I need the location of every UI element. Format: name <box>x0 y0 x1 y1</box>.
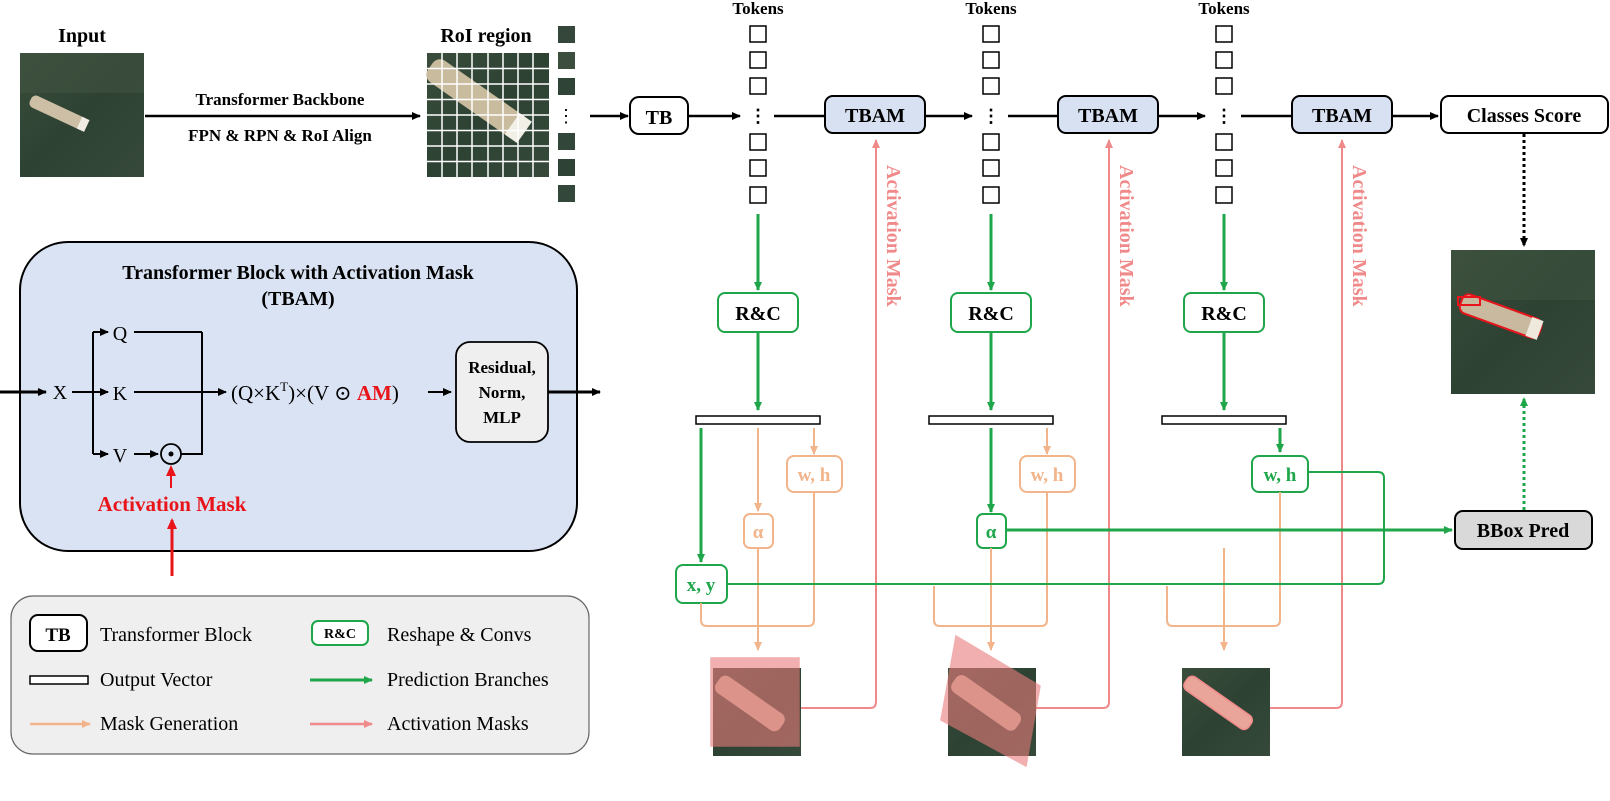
legend-output-vector-text: Output Vector <box>100 669 213 691</box>
token-ellipsis-3: ⋮ <box>1215 106 1233 126</box>
activation-mask-label-1: Activation Mask <box>882 165 904 308</box>
roi-patch-ellipsis: ⋮ <box>557 106 575 126</box>
tbam-panel-title-1: Transformer Block with Activation Mask <box>122 262 474 284</box>
panel-residual-line3: MLP <box>483 408 521 427</box>
tbam-block-2-label: TBAM <box>1078 105 1138 127</box>
rc-block-1: R&C <box>717 292 799 333</box>
legend-rc-box-label: R&C <box>324 627 356 642</box>
stage1-mask-image <box>710 657 801 756</box>
input-label: Input <box>58 25 106 47</box>
stage3-mask-image <box>1182 668 1270 756</box>
stage2-left-mask-orange <box>933 586 991 627</box>
rc-block-2-label: R&C <box>968 303 1014 325</box>
panel-x-label: X <box>53 382 68 404</box>
tbam-detail-panel: Transformer Block with Activation Mask (… <box>0 241 601 576</box>
roi-patch-tokens <box>558 26 575 202</box>
panel-residual-box: Residual, Norm, MLP <box>455 341 549 443</box>
classes-score-box: Classes Score <box>1440 95 1609 134</box>
activation-mask-path-1 <box>800 139 880 709</box>
stage2-mask-image <box>940 634 1041 768</box>
stage1-xy-box: x, y <box>675 564 728 604</box>
panel-activation-mask-label: Activation Mask <box>98 492 247 516</box>
roi-grid-image <box>426 53 549 177</box>
panel-odot-to-formula <box>181 332 203 455</box>
legend-panel: TB Transformer Block R&C Reshape & Convs… <box>10 595 590 755</box>
output-vector-3 <box>1161 415 1287 425</box>
bbox-pred-label: BBox Pred <box>1477 520 1569 542</box>
rc-block-3-label: R&C <box>1201 303 1247 325</box>
token-column-3 <box>1215 25 1233 204</box>
panel-q-label: Q <box>113 323 128 345</box>
stage3-right-mask-orange <box>1224 492 1281 627</box>
legend-output-vector-symbol <box>29 675 89 685</box>
activation-mask-path-2 <box>1036 139 1113 709</box>
bbox-pred-box: BBox Pred <box>1454 510 1593 550</box>
activation-mask-label-3: Activation Mask <box>1348 165 1370 308</box>
stage2-wh-label: w, h <box>1031 465 1064 486</box>
final-result-image <box>1451 250 1595 394</box>
stage3-left-mask-orange <box>1166 586 1224 627</box>
rc-block-1-label: R&C <box>735 303 781 325</box>
legend-prediction-text: Prediction Branches <box>387 669 549 691</box>
stage2-alpha-box: α <box>976 513 1007 549</box>
roi-label: RoI region <box>440 25 531 47</box>
stage1-xy-to-mask-orange <box>700 603 758 627</box>
tbam-block-3-label: TBAM <box>1312 105 1372 127</box>
legend-rc-box <box>311 620 369 646</box>
activation-mask-label-2: Activation Mask <box>1115 165 1137 308</box>
tokens-label-1: Tokens <box>732 0 784 18</box>
stage2-wh-to-mask-orange <box>991 492 1048 627</box>
panel-k-label: K <box>113 383 128 405</box>
classes-score-label: Classes Score <box>1467 105 1582 127</box>
stage3-wh-box: w, h <box>1251 455 1309 493</box>
legend-activation-masks-text: Activation Masks <box>387 713 529 735</box>
legend-tb-text: Transformer Block <box>100 624 252 646</box>
panel-odot-dot <box>168 451 174 457</box>
rc-block-2: R&C <box>950 292 1032 333</box>
backbone-label-line2: FPN & RPN & RoI Align <box>188 126 372 145</box>
token-ellipsis-1: ⋮ <box>749 106 767 126</box>
token-column-2 <box>982 25 1000 204</box>
stage1-wh-label: w, h <box>798 465 831 486</box>
legend-tb-box <box>29 614 88 652</box>
legend-mask-generation-text: Mask Generation <box>100 713 238 735</box>
tb-block: TB <box>629 96 689 135</box>
panel-v-label: V <box>113 445 128 467</box>
input-satellite-image <box>20 53 144 177</box>
tbam-block-1: TBAM <box>824 95 926 134</box>
output-vector-2 <box>928 415 1054 425</box>
tbam-block-1-label: TBAM <box>845 105 905 127</box>
panel-residual-line1: Residual, <box>468 358 536 377</box>
stage1-alpha-box: α <box>743 513 774 549</box>
stage1-wh-box: w, h <box>786 455 843 493</box>
stage1-xy-label: x, y <box>687 575 716 596</box>
panel-residual-line2: Norm, <box>479 383 526 402</box>
token-ellipsis-2: ⋮ <box>982 106 1000 126</box>
stage1-wh-to-mask-orange <box>758 492 815 627</box>
stage2-wh-box: w, h <box>1019 455 1076 493</box>
tb-block-label: TB <box>646 107 673 129</box>
backbone-label-line1: Transformer Backbone <box>196 90 365 109</box>
legend-rc-text: Reshape & Convs <box>387 624 532 646</box>
tokens-label-3: Tokens <box>1198 0 1250 18</box>
tbam-block-2: TBAM <box>1057 95 1159 134</box>
tbam-panel-title-2: (TBAM) <box>261 288 334 310</box>
stage3-wh-label: w, h <box>1264 465 1297 486</box>
rc-block-3: R&C <box>1183 292 1265 333</box>
stage2-alpha-label: α <box>986 522 997 543</box>
legend-tb-box-label: TB <box>45 625 71 646</box>
tbam-block-3: TBAM <box>1291 95 1393 134</box>
stage1-alpha-label: α <box>753 522 764 543</box>
tokens-label-2: Tokens <box>965 0 1017 18</box>
activation-mask-path-3 <box>1268 139 1346 709</box>
output-vector-1 <box>695 415 821 425</box>
token-column-1 <box>749 25 767 204</box>
xy-to-bbox-green-line <box>727 471 1385 585</box>
panel-formula: (Q×KT)×(V ⊙ AM) <box>231 379 399 405</box>
